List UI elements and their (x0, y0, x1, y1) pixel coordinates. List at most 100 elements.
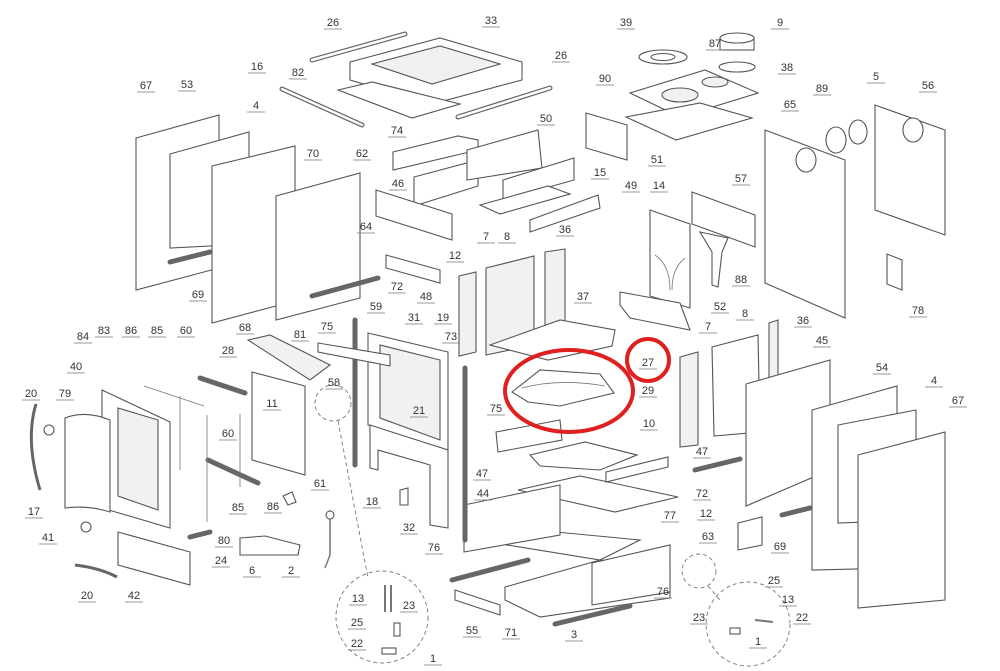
callout-label: 33 (485, 15, 497, 27)
detail-circle-small-left (314, 384, 352, 422)
part-68 (246, 334, 332, 381)
callout-label: 21 (413, 405, 425, 417)
callout-label: 28 (222, 345, 234, 357)
callout-label: 68 (239, 322, 251, 334)
callout-label: 8 (742, 308, 748, 320)
callout-label: 90 (599, 73, 611, 85)
callout-label: 89 (816, 83, 828, 95)
part-column-7 (458, 271, 477, 357)
callout-label: 42 (128, 590, 140, 602)
highlight-marks (503, 337, 671, 434)
callout-label: 82 (292, 67, 304, 79)
callout-label: 4 (253, 100, 259, 112)
callout-label: 46 (392, 178, 404, 190)
part-rear-panel-56 (874, 104, 946, 236)
part-front-lower-32 (369, 424, 449, 529)
callout-label: 67 (952, 395, 964, 407)
part-knob-41 (80, 521, 92, 533)
callout-label: 39 (620, 17, 632, 29)
callout-label: 54 (876, 362, 888, 374)
part-spring-80 (187, 529, 213, 540)
part-49 (529, 194, 601, 233)
callout-label: 64 (360, 221, 372, 233)
callout-label: 58 (328, 377, 340, 389)
callout-label: 26 (327, 17, 339, 29)
part-51 (585, 112, 628, 161)
callout-label: 63 (702, 531, 714, 543)
part-glass-11 (251, 371, 306, 476)
callout-label: 15 (594, 167, 606, 179)
part-47b (605, 456, 669, 483)
part-50-front (502, 157, 575, 201)
callout-label: 85 (232, 502, 244, 514)
callout-label: 57 (735, 173, 747, 185)
callout-label: 86 (125, 325, 137, 337)
part-door-panel-17 (64, 413, 111, 513)
callout-label: 19 (437, 312, 449, 324)
callout-label: 8 (504, 231, 510, 243)
callout-label: 14 (653, 180, 665, 192)
callout-label: 2 (288, 565, 294, 577)
callout-label: 31 (408, 312, 420, 324)
callout-label: 4 (931, 375, 937, 387)
callout-label: 77 (664, 510, 676, 522)
callout-label: 75 (321, 321, 333, 333)
part-60 (205, 457, 261, 486)
part-ring-87 (718, 61, 756, 73)
callout-label: 23 (403, 600, 415, 612)
part-drawer-76 (591, 544, 671, 606)
part-rod-2 (324, 510, 331, 569)
callout-label: 17 (28, 506, 40, 518)
callout-label: 76 (428, 542, 440, 554)
part-72b (692, 456, 743, 473)
callout-label: 7 (483, 231, 489, 243)
part-door-window (117, 407, 159, 511)
part-74 (392, 135, 479, 171)
callout-label: 3 (571, 629, 577, 641)
detail-circle-right (705, 581, 791, 667)
part-column-36 (544, 248, 566, 329)
callout-label: 5 (873, 71, 879, 83)
callout-label: 86 (267, 501, 279, 513)
callout-label: 6 (249, 565, 255, 577)
callout-label: 23 (693, 612, 705, 624)
part-rail (449, 557, 531, 583)
part-61 (282, 491, 297, 506)
part-62 (375, 189, 453, 241)
part-72 (309, 275, 381, 299)
part-bracket-55 (454, 589, 501, 616)
highlight-circle (625, 337, 671, 383)
callout-label: 20 (25, 388, 37, 400)
part-tray-10 (528, 441, 639, 471)
part-top-frame-opening (370, 45, 502, 85)
part-column-7b (679, 351, 699, 448)
part-14-detail (654, 254, 686, 291)
part-gasket-90 (624, 102, 754, 141)
part-18 (399, 487, 409, 506)
callout-label: 18 (366, 496, 378, 508)
part-handle-20b (74, 563, 118, 579)
callout-label: 40 (70, 361, 82, 373)
part-69b (779, 505, 813, 518)
callout-label: 45 (816, 335, 828, 347)
callout-label: 12 (449, 250, 461, 262)
callout-label: 61 (314, 478, 326, 490)
callout-label: 47 (696, 446, 708, 458)
callout-label: 69 (192, 289, 204, 301)
callout-label: 1 (430, 653, 436, 665)
callout-label: 71 (505, 627, 517, 639)
part-82 (336, 81, 463, 119)
callout-label: 25 (351, 617, 363, 629)
part-69 (167, 249, 213, 265)
part-28 (197, 375, 248, 396)
callout-label: 72 (391, 281, 403, 293)
callout-label: 49 (625, 180, 637, 192)
part-rail-3 (552, 603, 633, 627)
part-48 (385, 254, 441, 284)
callout-label: 72 (696, 488, 708, 500)
callout-label: 55 (466, 625, 478, 637)
callout-label: 26 (555, 50, 567, 62)
part-frame-opening (379, 344, 441, 441)
callout-label: 36 (797, 315, 809, 327)
